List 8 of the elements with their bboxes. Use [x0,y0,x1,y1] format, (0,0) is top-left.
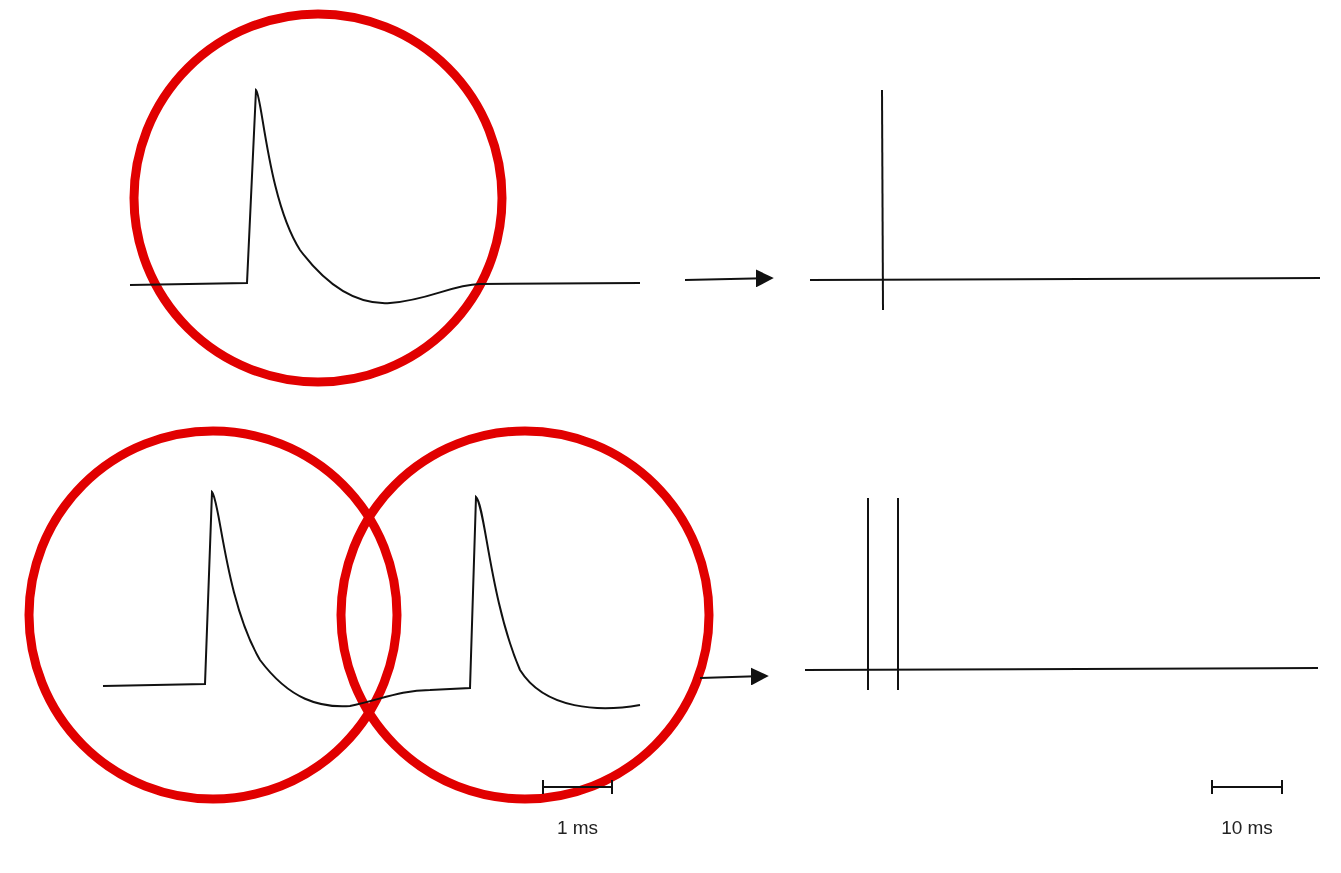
spike-raster-drawing [804,497,1319,691]
arrow [684,269,774,288]
action-potential-drawing [129,89,641,305]
action-potential-pair-drawing [102,491,641,710]
scale-label: 10 ms [1221,817,1273,839]
arrow [699,667,769,686]
spike-raster-drawing [809,89,1321,311]
scale-label: 1 ms [556,817,599,839]
